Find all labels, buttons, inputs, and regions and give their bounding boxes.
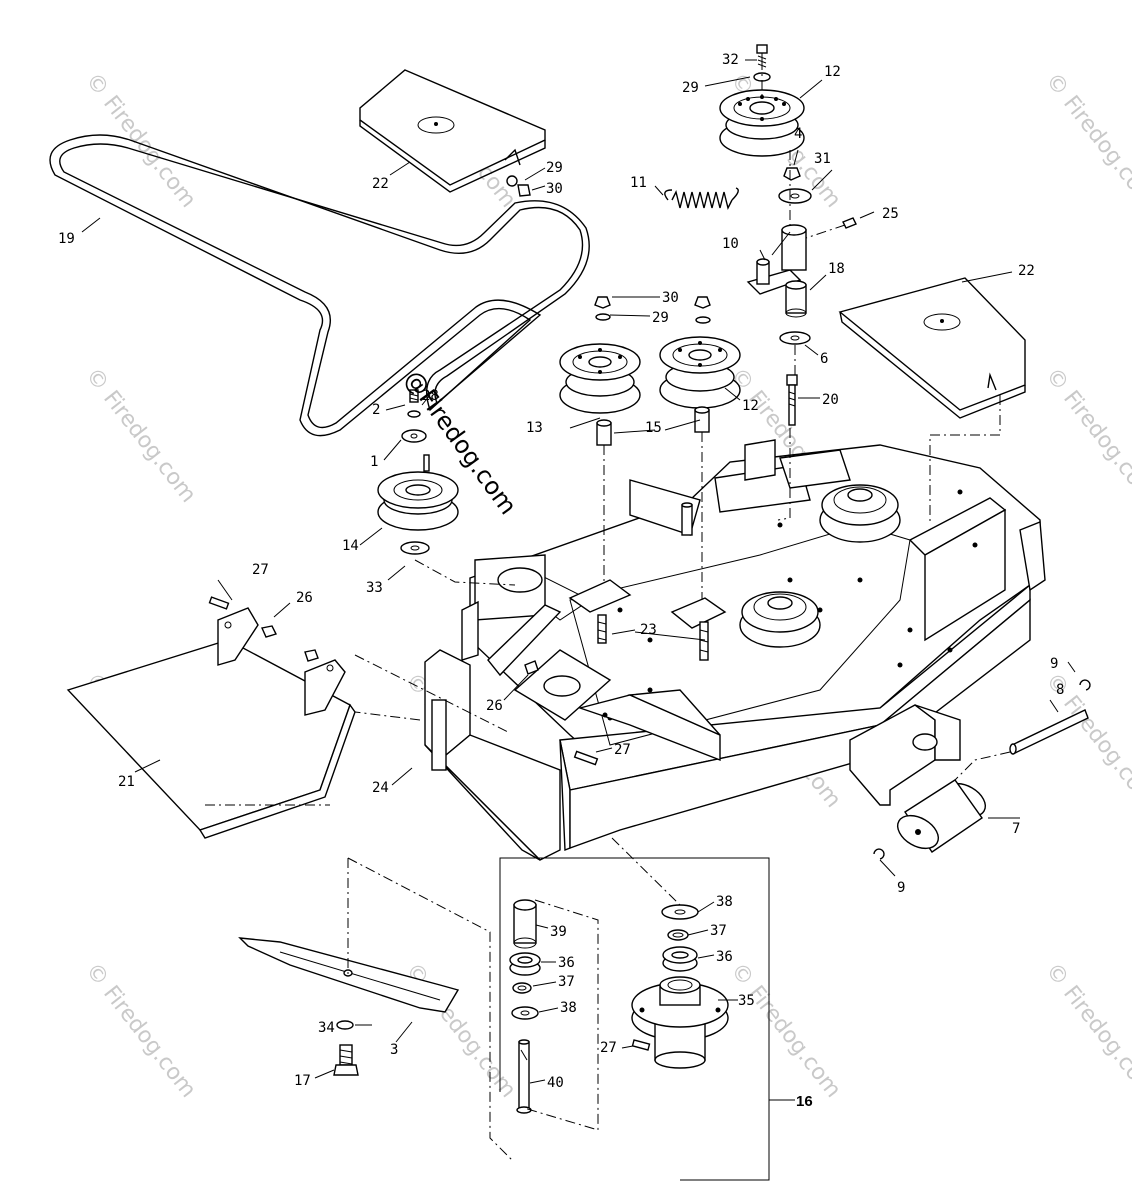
callout-39: 39: [550, 924, 567, 940]
callout-40: 40: [547, 1075, 564, 1091]
watermark: © Firedog.com: [80, 68, 200, 212]
callout-1: 1: [370, 454, 378, 470]
callout-21: 21: [118, 774, 135, 790]
callout-7: 7: [1012, 821, 1020, 837]
callout-30: 30: [662, 290, 679, 306]
callout-9: 9: [897, 880, 905, 896]
callout-36: 36: [558, 955, 575, 971]
callout-20: 20: [822, 392, 839, 408]
deflector-shield: [66, 596, 356, 839]
callout-26: 26: [486, 698, 503, 714]
watermark: © Firedog.com: [80, 958, 200, 1102]
leader-lines: [81, 59, 1076, 1101]
belt-cover-right: [838, 277, 1026, 419]
idler-pulleys-middle: [559, 296, 741, 446]
callout-29: 29: [546, 160, 563, 176]
watermark: © Firedog.com: [1040, 958, 1132, 1102]
axle-8: [873, 679, 1091, 860]
callout-38: 38: [560, 1000, 577, 1016]
belt-cover-left: [359, 69, 546, 193]
spring-11: [664, 187, 739, 211]
callout-22: 22: [1018, 263, 1035, 279]
callout-2: 2: [372, 402, 380, 418]
callout-29: 29: [652, 310, 669, 326]
belt-part: [49, 134, 590, 437]
callout-28: 28: [422, 388, 439, 404]
callout-27: 27: [600, 1040, 617, 1056]
callout-36: 36: [716, 949, 733, 965]
callout-8: 8: [1056, 682, 1064, 698]
idler-arm-stack: [719, 44, 857, 426]
callout-9: 9: [1050, 656, 1058, 672]
callout-22: 22: [372, 176, 389, 192]
callout-16: 16: [796, 1093, 813, 1110]
callout-11: 11: [630, 175, 647, 191]
callout-14: 14: [342, 538, 359, 554]
callout-15: 15: [645, 420, 662, 436]
nut-30: [517, 184, 531, 197]
callout-19: 19: [58, 231, 75, 247]
watermark: © Firedog.com: [725, 958, 845, 1102]
mower-deck: [469, 439, 1046, 852]
callout-29: 29: [682, 80, 699, 96]
callout-37: 37: [710, 923, 727, 939]
anti-scalp-bracket: [849, 704, 961, 806]
callout-18: 18: [828, 261, 845, 277]
callout-38: 38: [716, 894, 733, 910]
callout-33: 33: [366, 580, 383, 596]
callout-10: 10: [722, 236, 739, 252]
callout-4: 4: [794, 126, 802, 142]
watermark: © Firedog.com: [1040, 363, 1132, 507]
callout-35: 35: [738, 993, 755, 1009]
blade-3: [238, 937, 460, 1076]
deck-front-brackets: [424, 554, 721, 861]
callout-27: 27: [614, 742, 631, 758]
callout-23: 23: [640, 622, 657, 638]
callout-13: 13: [526, 420, 543, 436]
callout-17: 17: [294, 1073, 311, 1089]
roller-7: [897, 779, 986, 853]
callout-6: 6: [820, 351, 828, 367]
spindle-assembly-16: [499, 857, 770, 1181]
callout-3: 3: [390, 1042, 398, 1058]
callout-labels: 32 29 12 4 31 25 10 18 6 20 22 30 29 13 …: [58, 52, 1064, 1110]
watermark: © Firedog.com: [1040, 68, 1132, 212]
callout-25: 25: [882, 206, 899, 222]
callout-12: 12: [742, 398, 759, 414]
callout-32: 32: [722, 52, 739, 68]
watermark: © Firedog.com: [80, 363, 200, 507]
callout-12: 12: [824, 64, 841, 80]
callout-27: 27: [252, 562, 269, 578]
callout-24: 24: [372, 780, 389, 796]
washer-29: [506, 175, 518, 187]
idler-pulley-left: [377, 389, 459, 555]
callout-26: 26: [296, 590, 313, 606]
callout-30: 30: [546, 181, 563, 197]
assembly-lines: [205, 60, 1011, 1161]
callout-31: 31: [814, 151, 831, 167]
callout-37: 37: [558, 974, 575, 990]
callout-34: 34: [318, 1020, 335, 1036]
